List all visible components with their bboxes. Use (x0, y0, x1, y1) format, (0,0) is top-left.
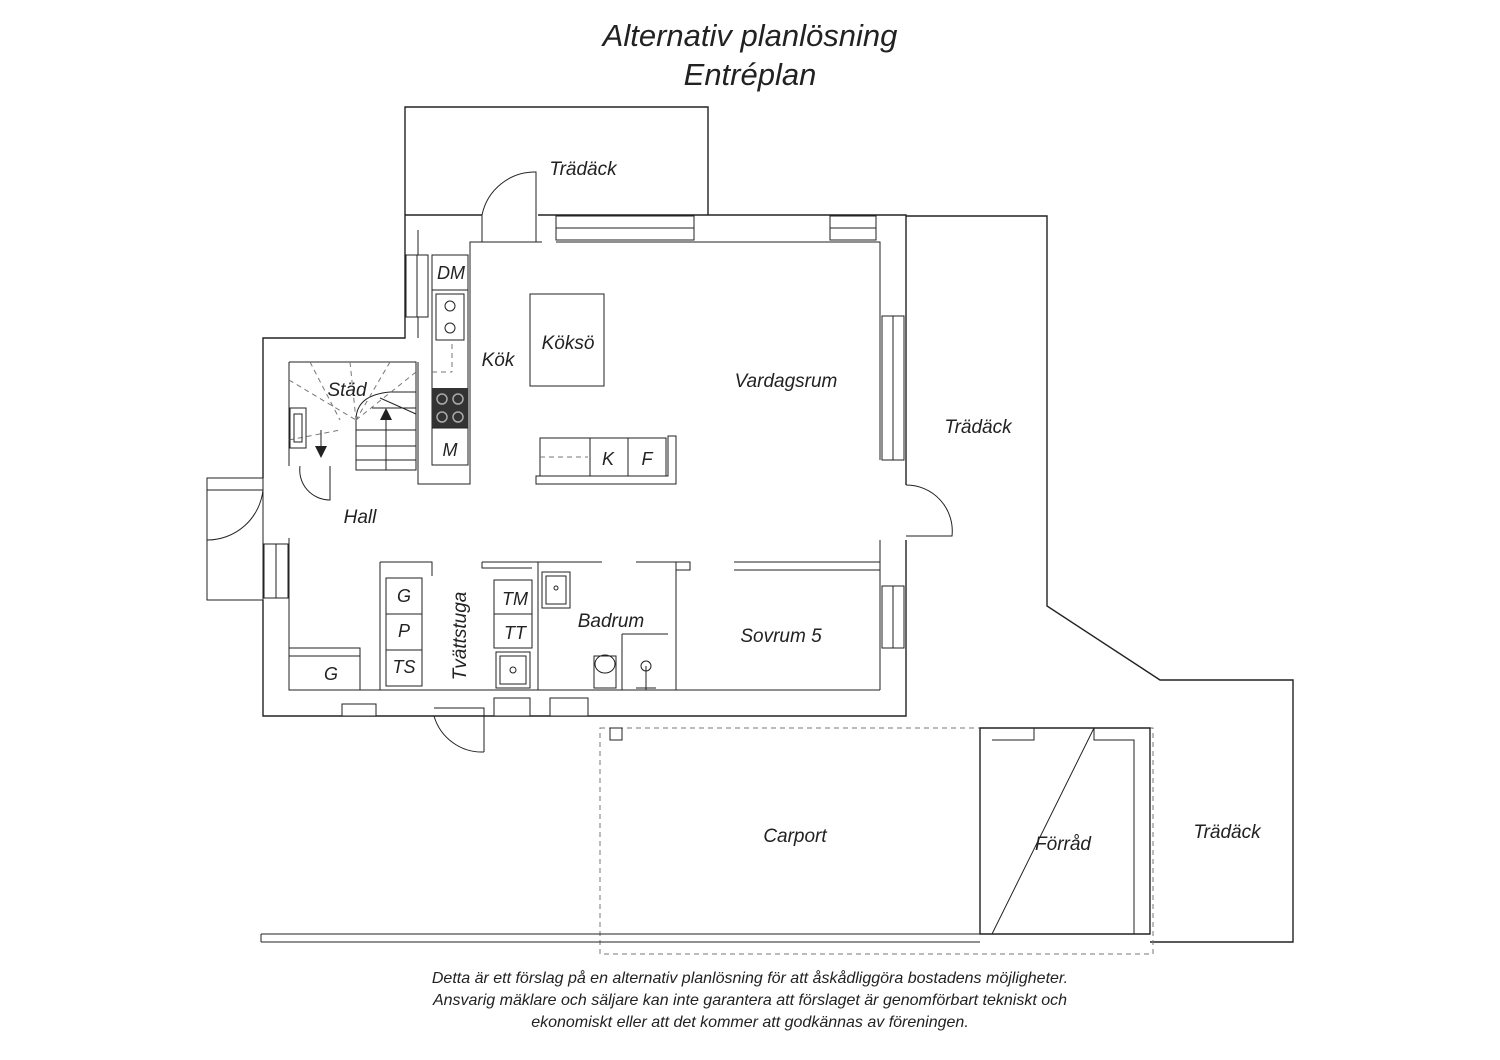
fixture-label-f: F (642, 449, 654, 469)
partition-badrum (538, 561, 691, 690)
door-entrance (206, 477, 264, 601)
room-label-badrum: Badrum (578, 611, 645, 632)
sink-tvatt-icon (495, 651, 531, 689)
door-right (905, 484, 953, 537)
fixture-label-g1: G (397, 586, 411, 606)
room-label-kok: Kök (482, 350, 516, 371)
disclaimer-line-2: Ansvarig mäklare och säljare kan inte ga… (432, 992, 1068, 1009)
disclaimer-line-3: ekonomiskt eller att det kommer att godk… (531, 1014, 969, 1031)
deck-top-outline (404, 106, 709, 215)
deck-right-outline (906, 215, 1294, 943)
room-label-tradack-top: Trädäck (549, 159, 618, 180)
window-bottom-3 (549, 697, 589, 717)
plan-subtitle: Entréplan (683, 57, 817, 92)
disclaimer-line-1: Detta är ett förslag på en alternativ pl… (431, 970, 1069, 987)
room-label-vardagsrum: Vardagsrum (735, 371, 838, 392)
room-label-stad: Städ (327, 380, 368, 401)
sink-icon (435, 293, 465, 341)
stove-icon (432, 388, 468, 428)
kitchen-unit (535, 435, 677, 485)
carport-outline (599, 727, 1154, 955)
room-label-tradack-right: Trädäck (944, 417, 1013, 438)
room-label-carport: Carport (763, 826, 827, 847)
door-stad (299, 465, 331, 501)
fixture-label-tm: TM (502, 589, 528, 609)
ground-line (260, 933, 980, 943)
kitchen-counter (431, 254, 469, 466)
fixture-label-k: K (602, 449, 615, 469)
room-label-tradack-bottom: Trädäck (1193, 822, 1262, 843)
staircase (289, 361, 417, 471)
fixture-label-m: M (443, 440, 458, 460)
fixture-label-ts: TS (392, 657, 415, 677)
door-bottom (433, 707, 485, 753)
fixture-label-p: P (398, 621, 410, 641)
door-deck-top (481, 171, 537, 242)
window-bottom-2 (493, 697, 531, 717)
partition-tvatt-left (379, 561, 433, 690)
disclaimer: Detta är ett förslag på en alternativ pl… (0, 968, 1500, 1034)
room-label-forrad: Förråd (1035, 834, 1092, 855)
partition-g (289, 647, 361, 690)
room-label-koks: Köksö (542, 333, 595, 354)
sink-badrum-icon (541, 571, 571, 609)
room-label-sovrum: Sovrum 5 (740, 626, 822, 647)
fixture-label-tt: TT (504, 623, 528, 643)
forrad-outline (979, 727, 1151, 935)
room-label-tvattstuga: Tvättstuga (450, 592, 471, 681)
partition-sovrum (734, 561, 880, 571)
fixture-label-g2: G (324, 664, 338, 684)
kitchen-island (529, 293, 605, 387)
house-outer-wall (262, 214, 907, 717)
window-bottom-1 (341, 703, 377, 717)
plan-title: Alternativ planlösning (602, 18, 898, 53)
toilet-icon (593, 655, 617, 689)
room-label-hall: Hall (344, 507, 378, 528)
fixture-label-dm: DM (437, 263, 465, 283)
tvatt-cabinets (385, 577, 423, 687)
